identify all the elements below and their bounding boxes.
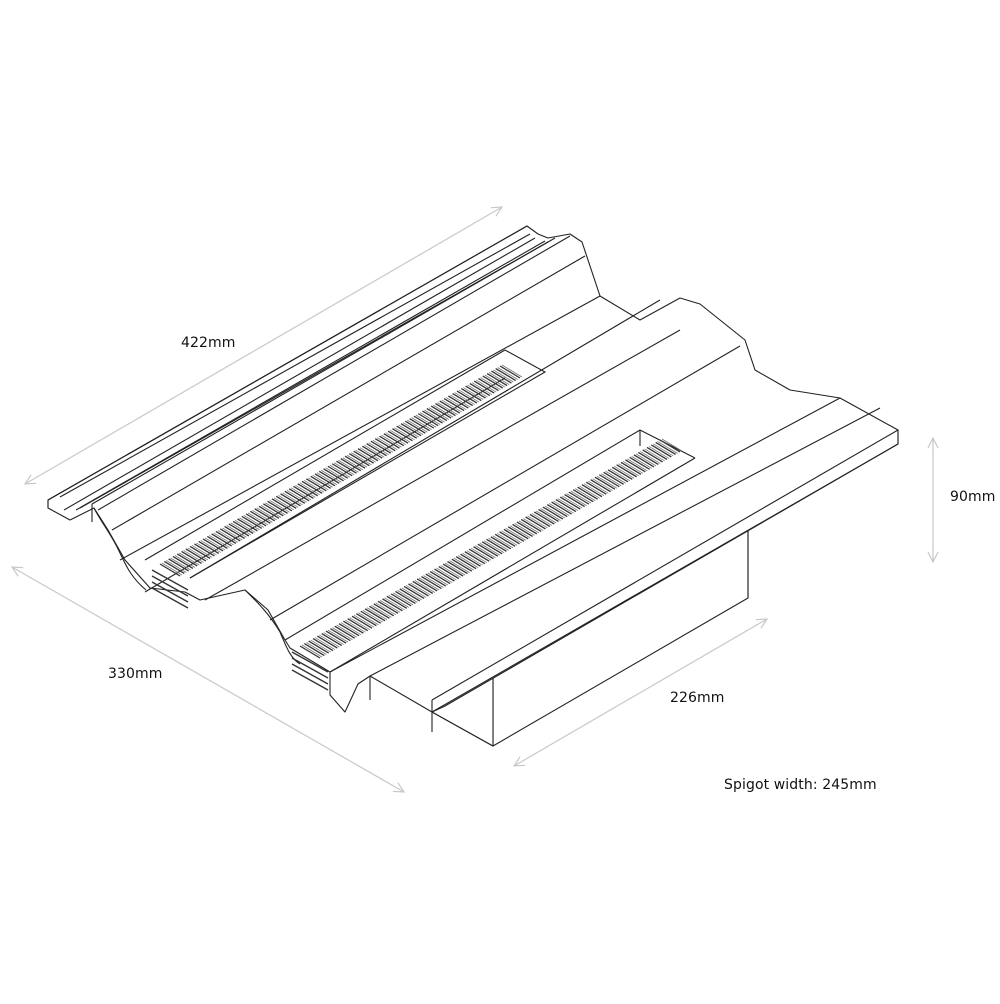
length-dimension-arrow: [25, 207, 502, 484]
spigot-width-note: Spigot width: 245mm: [724, 777, 877, 793]
spigot-dimension-arrow: [514, 619, 767, 766]
interlock-ridges: [47, 225, 601, 561]
length-label: 422mm: [181, 335, 236, 351]
spigot-length-label: 226mm: [670, 690, 725, 706]
vent-grille-lower: [299, 438, 683, 659]
height-label: 90mm: [950, 489, 996, 505]
end-fins: [151, 569, 329, 691]
width-label: 330mm: [108, 666, 163, 682]
width-dimension-arrow: [12, 567, 404, 792]
vent-grille-upper: [159, 364, 523, 577]
dimension-lines: [12, 207, 933, 792]
tile-body: [47, 225, 899, 732]
